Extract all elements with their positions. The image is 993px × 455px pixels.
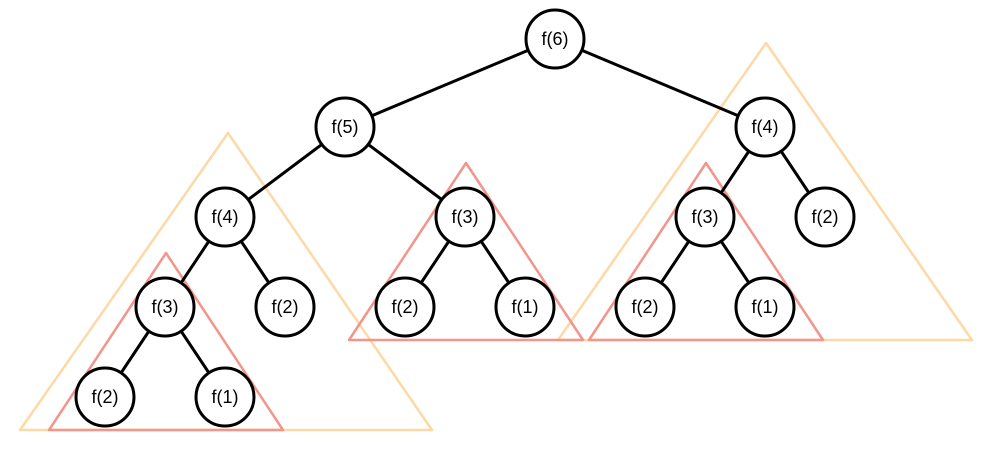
tree-node: f(2) bbox=[614, 276, 676, 338]
node-circle bbox=[314, 96, 376, 158]
tree-node: f(1) bbox=[494, 276, 556, 338]
node-label: f(2) bbox=[92, 387, 119, 407]
highlight-triangle-f3-left bbox=[47, 251, 285, 432]
node-circle bbox=[374, 276, 436, 338]
node-label: f(5) bbox=[332, 117, 359, 137]
tree-node: f(2) bbox=[374, 276, 436, 338]
highlight-triangle-f3-middle bbox=[347, 161, 585, 342]
node-circle bbox=[194, 186, 256, 248]
node-label: f(3) bbox=[692, 207, 719, 227]
tree-node: f(2) bbox=[74, 366, 136, 428]
node-circle bbox=[194, 366, 256, 428]
node-label: f(2) bbox=[392, 297, 419, 317]
tree-node: f(3) bbox=[434, 186, 496, 248]
node-label: f(3) bbox=[452, 207, 479, 227]
node-circle bbox=[524, 8, 586, 70]
tree-node: f(2) bbox=[254, 276, 316, 338]
highlight-triangle-f3-right bbox=[587, 161, 825, 342]
tree-node: f(4) bbox=[194, 186, 256, 248]
node-label: f(6) bbox=[542, 29, 569, 49]
node-circle bbox=[614, 276, 676, 338]
node-label: f(1) bbox=[512, 297, 539, 317]
node-label: f(2) bbox=[272, 297, 299, 317]
node-circle bbox=[734, 276, 796, 338]
node-circle bbox=[74, 366, 136, 428]
tree-node: f(2) bbox=[794, 186, 856, 248]
node-circle bbox=[134, 276, 196, 338]
node-label: f(1) bbox=[752, 297, 779, 317]
node-circle bbox=[494, 276, 556, 338]
tree-nodes: f(6) f(5) f(4) f(4) f(3) f(3) f(2) f(3) f(2) f(2)… bbox=[74, 8, 856, 428]
node-label: f(4) bbox=[212, 207, 239, 227]
tree-node: f(1) bbox=[194, 366, 256, 428]
tree-edge bbox=[553, 37, 767, 129]
tree-node: f(1) bbox=[734, 276, 796, 338]
tree-node: f(3) bbox=[674, 186, 736, 248]
tree-node: f(4) bbox=[734, 96, 796, 158]
node-circle bbox=[794, 186, 856, 248]
node-circle bbox=[674, 186, 736, 248]
tree-edge bbox=[343, 37, 557, 129]
node-circle bbox=[734, 96, 796, 158]
node-circle bbox=[254, 276, 316, 338]
node-label: f(2) bbox=[632, 297, 659, 317]
node-label: f(2) bbox=[812, 207, 839, 227]
node-label: f(4) bbox=[752, 117, 779, 137]
tree-node: f(3) bbox=[134, 276, 196, 338]
node-circle bbox=[434, 186, 496, 248]
tree-node: f(6) bbox=[524, 8, 586, 70]
node-label: f(1) bbox=[212, 387, 239, 407]
node-label: f(3) bbox=[152, 297, 179, 317]
tree-node: f(5) bbox=[314, 96, 376, 158]
